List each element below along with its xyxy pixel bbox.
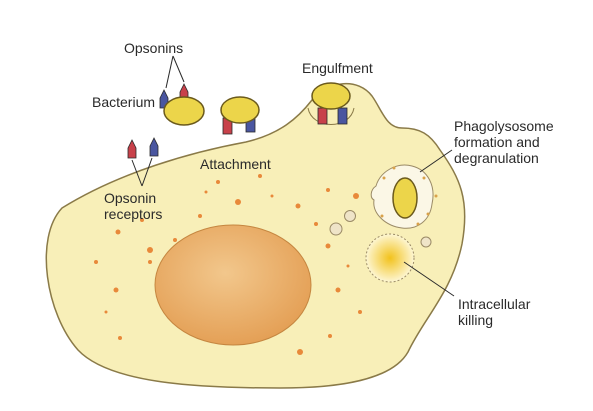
- intracellular-killing-line-1: Intracellular: [458, 296, 530, 312]
- opsonin-receptors-line-1: Opsonin: [104, 190, 162, 206]
- opsonin-receptors-label: Opsonin receptors: [104, 190, 162, 222]
- engulfment-label: Engulfment: [302, 60, 373, 76]
- opsonins-label: Opsonins: [124, 40, 183, 56]
- granule: [173, 238, 177, 242]
- granule: [326, 188, 330, 192]
- opsonins-pointer: [166, 56, 184, 88]
- granule: [94, 260, 98, 264]
- degranulation-dot: [427, 213, 430, 216]
- vesicle: [330, 223, 342, 235]
- degranulation-dot: [423, 177, 426, 180]
- granule: [148, 260, 152, 264]
- granule: [347, 265, 350, 268]
- intracellular-killing-label: Intracellular killing: [458, 296, 530, 328]
- free-bacterium: [164, 97, 204, 125]
- bacterium-label: Bacterium: [92, 94, 155, 110]
- killing-vacuole: [366, 234, 414, 282]
- granule: [147, 247, 153, 253]
- opsonin-receptors-line-2: receptors: [104, 206, 162, 222]
- granule: [336, 288, 341, 293]
- granule: [271, 195, 274, 198]
- intracellular-killing-line-2: killing: [458, 312, 530, 328]
- opsonin-receptors: [128, 138, 158, 158]
- receptor-red: [128, 140, 136, 158]
- phagolysosome-label: Phagolysosome formation and degranulatio…: [454, 118, 554, 166]
- free-bacterium-group: [160, 84, 204, 125]
- granule: [116, 230, 121, 235]
- granule: [296, 204, 301, 209]
- engulf-receptor-blue: [338, 108, 347, 124]
- vesicle: [345, 211, 356, 222]
- granule: [358, 310, 362, 314]
- granule: [258, 174, 262, 178]
- degranulation-dot: [435, 195, 438, 198]
- engulfed-bacterium: [393, 178, 417, 218]
- granule: [353, 193, 359, 199]
- receptor-blue: [150, 138, 158, 156]
- granule: [114, 288, 119, 293]
- granule: [314, 222, 318, 226]
- granule: [328, 334, 332, 338]
- granule: [105, 311, 108, 314]
- phagolysosome-line-2: formation and: [454, 134, 554, 150]
- granule: [216, 180, 220, 184]
- degranulation-dot: [381, 215, 384, 218]
- engulf-receptor-red: [318, 108, 327, 124]
- granule: [326, 244, 331, 249]
- attached-bacterium: [221, 97, 259, 123]
- degranulation-dot: [417, 223, 420, 226]
- engulfing-bacterium: [312, 83, 350, 109]
- phagolysosome-line-1: Phagolysosome: [454, 118, 554, 134]
- attachment-stage: [221, 97, 259, 134]
- granule: [205, 191, 208, 194]
- degranulation-dot: [383, 177, 386, 180]
- granule: [297, 349, 303, 355]
- phagolysosome-line-3: degranulation: [454, 150, 554, 166]
- vesicle: [421, 237, 431, 247]
- attachment-label: Attachment: [200, 156, 271, 172]
- nucleus: [155, 225, 311, 345]
- degranulation-dot: [393, 167, 396, 170]
- granule: [198, 214, 202, 218]
- granule: [118, 336, 122, 340]
- granule: [235, 199, 241, 205]
